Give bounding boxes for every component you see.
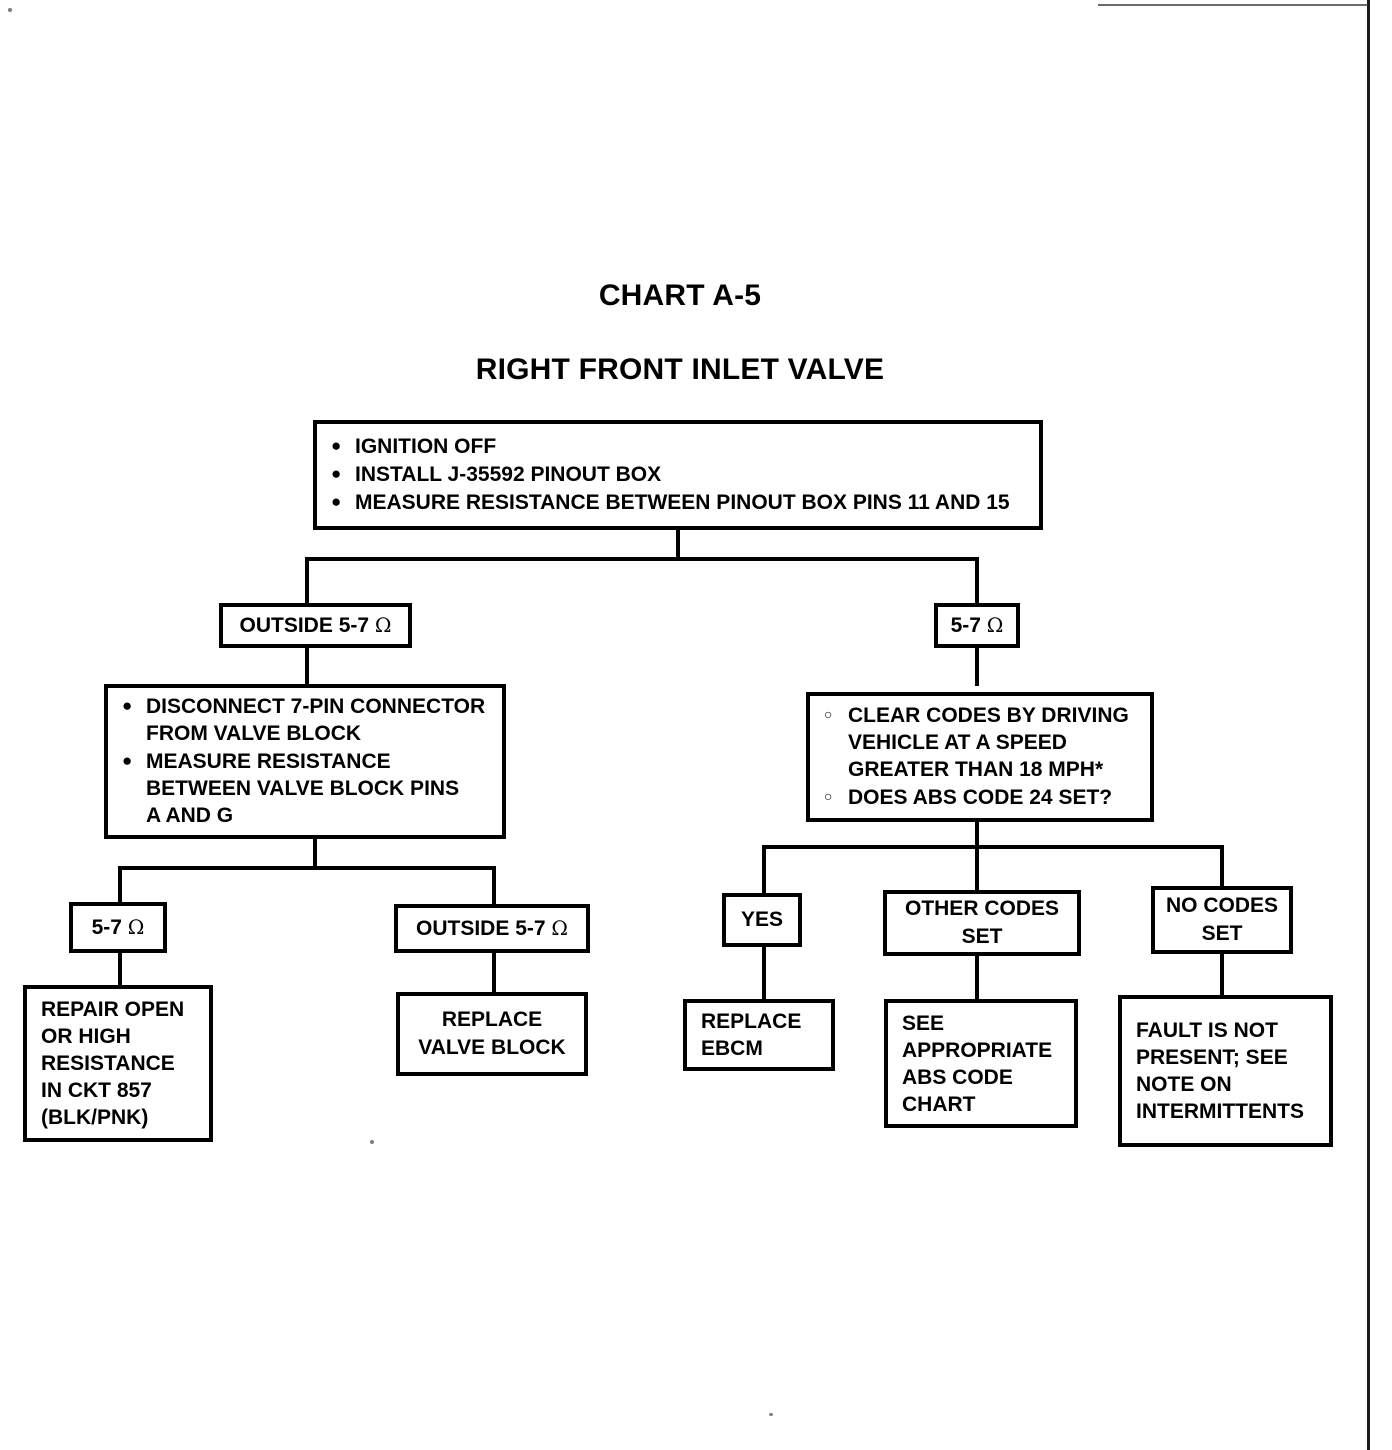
node-left-outside-2-label: OUTSIDE 5-7 Ω <box>406 915 578 942</box>
node-other-codes-set[interactable]: OTHER CODES SET <box>883 890 1081 956</box>
node-left-inrange-2-label: 5-7 Ω <box>82 914 155 941</box>
connector-to-inrange-1 <box>975 557 979 605</box>
node-see-abs-chart[interactable]: SEE APPROPRIATE ABS CODE CHART <box>884 999 1078 1128</box>
left-instruction-bullet-list: DISCONNECT 7-PIN CONNECTOR FROM VALVE BL… <box>108 692 526 830</box>
node-fault-not-present[interactable]: FAULT IS NOT PRESENT; SEE NOTE ON INTERM… <box>1118 995 1333 1147</box>
node-outside-1-text: OUTSIDE 5-7 <box>239 614 375 637</box>
left-instruction-item-1: DISCONNECT 7-PIN CONNECTOR FROM VALVE BL… <box>122 692 516 747</box>
connector-right-instruction-down <box>975 822 979 848</box>
connector-other-codes-down <box>975 954 979 1001</box>
connector-right-level2-bar <box>762 845 1224 849</box>
ohm-symbol: Ω <box>551 916 568 940</box>
node-outside-5-7-ohm-2[interactable]: OUTSIDE 5-7 Ω <box>394 904 590 953</box>
node-left-outside-2-text: OUTSIDE 5-7 <box>416 917 552 940</box>
ohm-symbol: Ω <box>127 915 145 939</box>
scan-speck <box>370 1140 374 1144</box>
connector-left-inrange-2-down <box>118 951 122 987</box>
node-left-inrange-2-text: 5-7 <box>91 916 128 939</box>
connector-outside-1-down <box>305 646 309 686</box>
connector-start-down <box>676 530 680 560</box>
chart-title-line-1: CHART A-5 <box>598 279 762 312</box>
node-other-codes-set-label: OTHER CODES SET <box>904 897 1059 948</box>
node-inrange-1-label: 5-7 Ω <box>941 612 1014 639</box>
connector-inrange-1-down <box>975 646 979 686</box>
node-outside-1-label: OUTSIDE 5-7 Ω <box>230 612 402 639</box>
connector-left-instruction-down <box>313 839 317 869</box>
node-replace-ebcm-label: REPLACE EBCM <box>701 1010 802 1060</box>
scan-speck <box>8 8 12 12</box>
connector-left-outside-2-down <box>492 951 496 994</box>
connector-to-left-outside-2 <box>492 866 496 904</box>
node-answer-yes[interactable]: YES <box>722 893 802 947</box>
node-answer-yes-label: YES <box>740 908 784 931</box>
scan-top-edge <box>1098 4 1368 6</box>
left-instruction-item-2: MEASURE RESISTANCE BETWEEN VALVE BLOCK P… <box>122 747 516 829</box>
connector-no-codes-down <box>1220 952 1224 995</box>
start-bullet-list: IGNITION OFF INSTALL J-35592 PINOUT BOX … <box>317 432 1063 517</box>
ohm-symbol: Ω <box>374 613 392 637</box>
node-see-abs-chart-label: SEE APPROPRIATE ABS CODE CHART <box>902 1011 1053 1116</box>
node-replace-valve-block-label: REPLACE VALVE BLOCK <box>418 1008 566 1059</box>
chart-title-line-2: RIGHT FRONT INLET VALVE <box>475 353 885 386</box>
connector-level1-bar <box>305 557 979 561</box>
start-item-3: MEASURE RESISTANCE BETWEEN PINOUT BOX PI… <box>331 488 1053 516</box>
scan-speck <box>769 1413 773 1416</box>
node-outside-5-7-ohm-1[interactable]: OUTSIDE 5-7 Ω <box>219 603 412 648</box>
connector-yes-down <box>762 945 766 1001</box>
node-repair-open[interactable]: REPAIR OPEN OR HIGH RESISTANCE IN CKT 85… <box>23 985 213 1142</box>
node-fault-not-present-label: FAULT IS NOT PRESENT; SEE NOTE ON INTERM… <box>1136 1019 1304 1123</box>
start-item-2: INSTALL J-35592 PINOUT BOX <box>331 460 1053 488</box>
page-title: CHART A-5 RIGHT FRONT INLET VALVE <box>0 240 1360 425</box>
node-5-7-ohm-2[interactable]: 5-7 Ω <box>69 902 167 953</box>
connector-to-outside-1 <box>305 557 309 605</box>
connector-to-yes <box>762 845 766 893</box>
start-item-1: IGNITION OFF <box>331 432 1053 460</box>
node-5-7-ohm-1[interactable]: 5-7 Ω <box>934 603 1020 648</box>
connector-to-left-inrange-2 <box>118 866 122 904</box>
node-replace-valve-block[interactable]: REPLACE VALVE BLOCK <box>396 992 588 1076</box>
scan-page-edge <box>1367 0 1370 1450</box>
connector-to-no-codes <box>1220 845 1224 888</box>
ohm-symbol: Ω <box>986 613 1004 637</box>
node-repair-open-label: REPAIR OPEN OR HIGH RESISTANCE IN CKT 85… <box>41 998 185 1129</box>
right-instruction-bullet-list: CLEAR CODES BY DRIVING VEHICLE AT A SPEE… <box>810 701 1174 812</box>
node-left-instruction[interactable]: DISCONNECT 7-PIN CONNECTOR FROM VALVE BL… <box>104 684 506 839</box>
connector-to-other-codes <box>975 845 979 893</box>
node-no-codes-set-label: NO CODES SET <box>1165 894 1278 945</box>
connector-left-level2-bar <box>118 866 496 870</box>
node-right-instruction[interactable]: CLEAR CODES BY DRIVING VEHICLE AT A SPEE… <box>806 692 1154 822</box>
node-inrange-1-text: 5-7 <box>950 614 987 637</box>
node-start[interactable]: IGNITION OFF INSTALL J-35592 PINOUT BOX … <box>313 420 1043 530</box>
node-no-codes-set[interactable]: NO CODES SET <box>1151 886 1293 954</box>
right-instruction-item-1: CLEAR CODES BY DRIVING VEHICLE AT A SPEE… <box>824 701 1164 783</box>
right-instruction-item-2: DOES ABS CODE 24 SET? <box>824 783 1164 811</box>
node-replace-ebcm[interactable]: REPLACE EBCM <box>683 999 835 1071</box>
